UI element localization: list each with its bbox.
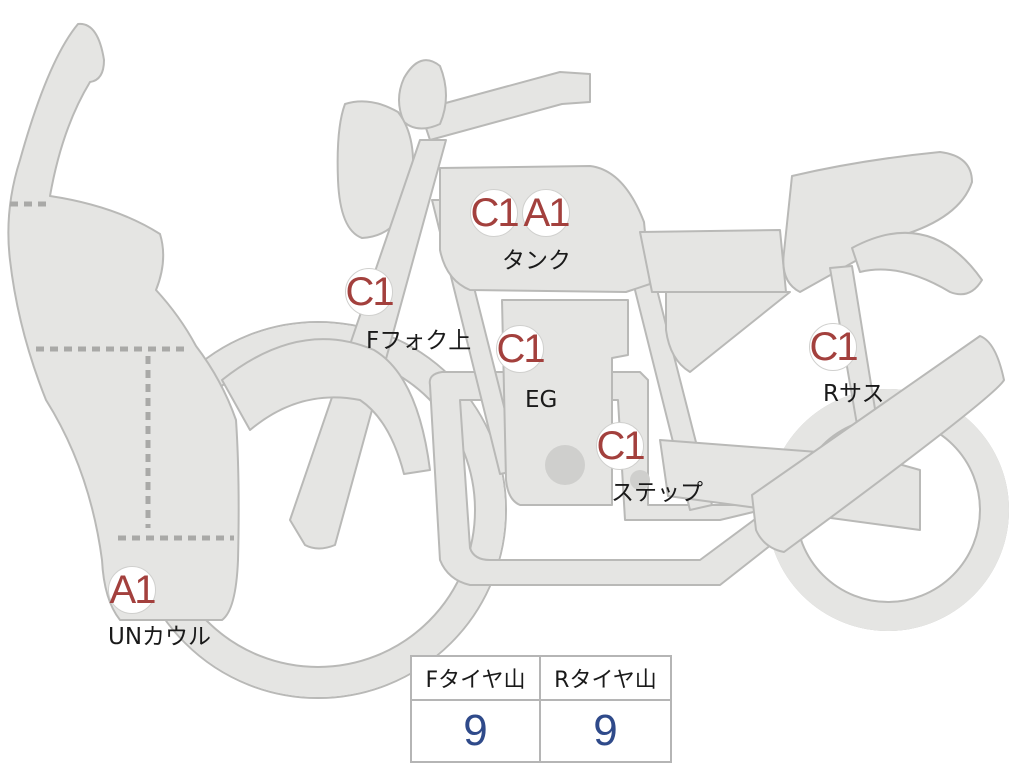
step-label: ステップ [611, 480, 703, 506]
grade-text: C1 [596, 424, 645, 468]
grade-text: C1 [496, 327, 545, 371]
rear-tread-header: Rタイヤ山 [541, 657, 670, 701]
side-cover [665, 291, 791, 373]
step-grade-badge: C1 [596, 422, 646, 470]
engine-label: EG [525, 387, 558, 413]
cowl-damage-markings [10, 201, 234, 541]
r-suspension-label: Rサス [823, 381, 885, 407]
f-fork-upper-label: Fフォク上 [366, 328, 472, 354]
muffler [751, 335, 1005, 553]
front-tread-value: 9 [412, 701, 541, 761]
tank-label: タンク [502, 248, 571, 274]
grade-text: A1 [109, 568, 157, 612]
grade-text: C1 [809, 325, 858, 369]
grade-text: C1 [345, 270, 394, 314]
un-cowl-label: UNカウル [108, 624, 212, 650]
rear-tread-value: 9 [593, 706, 618, 755]
tire-tread-table: Fタイヤ山 Rタイヤ山 9 9 [410, 655, 672, 763]
grade-text: A1 [523, 191, 571, 235]
f-fork-upper-grade-badge: C1 [345, 268, 395, 316]
tank-grade-badge-2: A1 [522, 189, 570, 237]
r-suspension-grade-badge: C1 [809, 323, 859, 371]
mirror [398, 59, 447, 130]
un-cowl-grade-badge: A1 [108, 566, 156, 614]
front-fork [289, 139, 447, 550]
rear-fender [851, 231, 983, 296]
tail [782, 151, 973, 293]
seat [639, 229, 787, 293]
front-tread-header: Fタイヤ山 [412, 657, 541, 701]
grade-text: C1 [470, 191, 519, 235]
engine-grade-badge: C1 [496, 325, 546, 373]
front-cowl [7, 22, 240, 621]
tank-grade-badge-1: C1 [470, 189, 520, 237]
front-fender [221, 338, 431, 475]
